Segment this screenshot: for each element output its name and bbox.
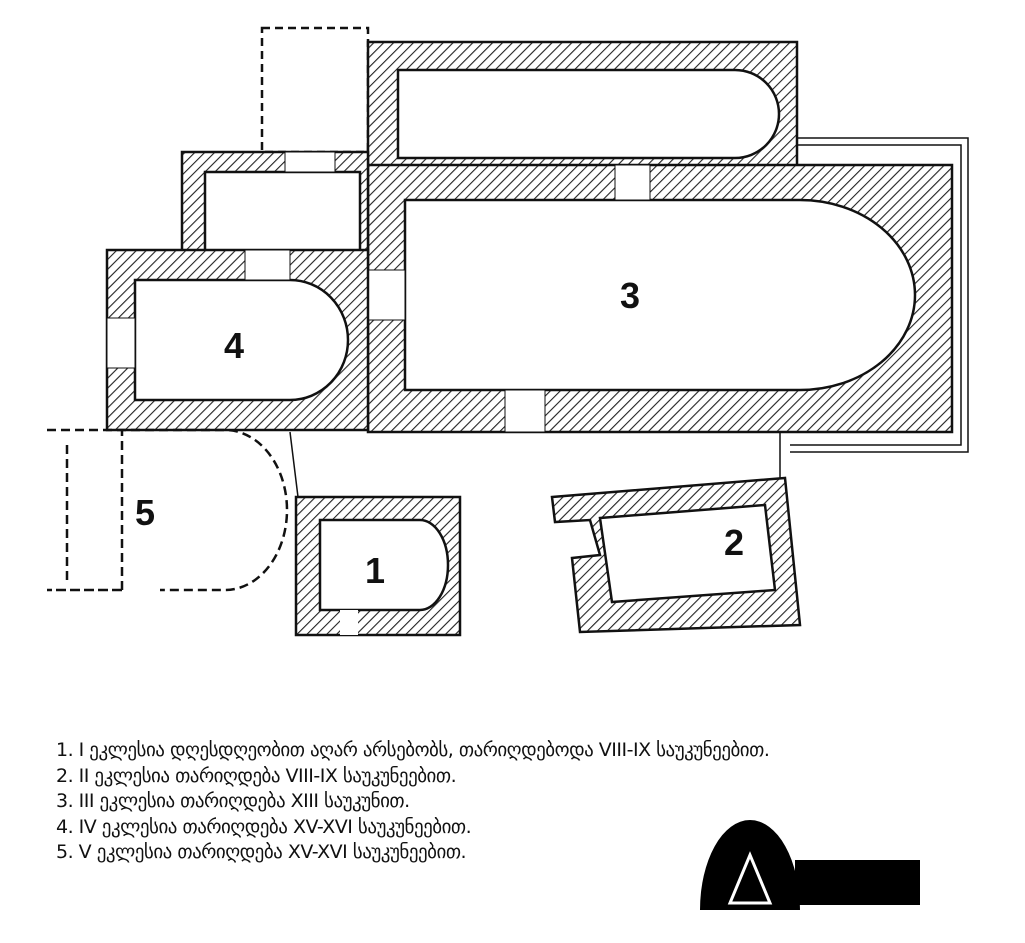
legend-item: 3. III ეკლესია თარიღდება XIII საუკუნით.: [56, 790, 410, 812]
legend-item: 2. II ეკლესია თარიღდება VIII-IX საუკუნეე…: [56, 764, 457, 787]
legend-item: 5. V ეკლესია თარიღდება XV-XVI საუკუნეები…: [56, 841, 467, 863]
legend-item: 1. I ეკლესია დღესდღეობით აღარ არსებობს, …: [56, 739, 770, 761]
watermark-logo: [700, 820, 920, 910]
legend-item: 4. IV ეკლესია თარიღდება XV-XVI საუკუნეებ…: [56, 815, 472, 838]
church-2: [550, 476, 802, 634]
outer-enclosure-inner-line: [790, 144, 962, 446]
label-church-3: 3: [620, 275, 640, 316]
label-church-1: 1: [365, 550, 385, 591]
church-3: [366, 163, 954, 434]
west-room: [180, 150, 370, 254]
church-complex-floor-plan: 3 4 5 1 2: [47, 26, 969, 637]
north-chapel: [366, 40, 799, 168]
church-5: [47, 428, 289, 592]
label-church-2: 2: [724, 522, 744, 563]
legend: 1. I ეკლესია დღესდღეობით აღარ არსებობს, …: [56, 738, 770, 866]
church-4: [105, 248, 370, 432]
label-church-4: 4: [224, 325, 244, 366]
dashed-north-annex: [260, 26, 370, 154]
courtyard-outline: [289, 431, 781, 498]
label-church-5: 5: [135, 492, 155, 533]
church-1: [294, 495, 462, 637]
outer-enclosure-line: [790, 137, 969, 453]
